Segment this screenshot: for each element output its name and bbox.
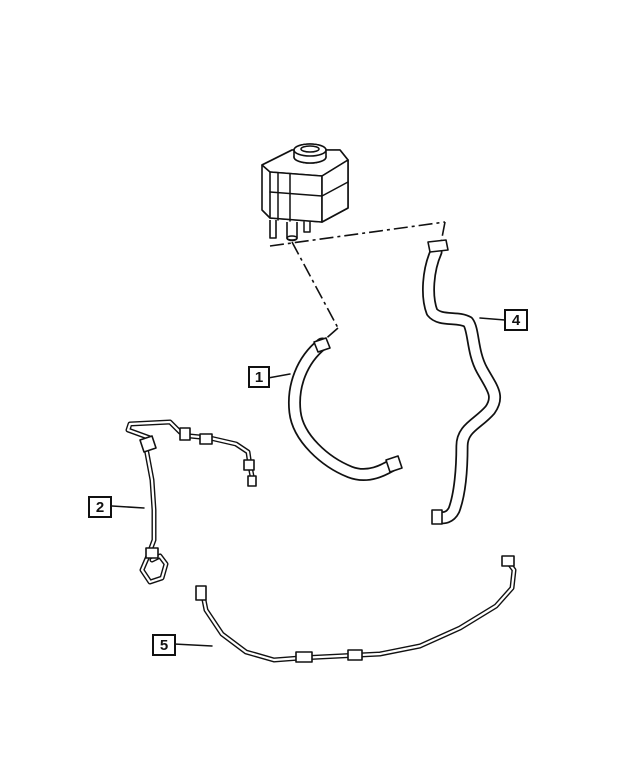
callout-2: 2 [88,496,112,518]
reservoir-return-hose-icon [287,337,403,482]
return-line-icon [195,555,517,663]
connection-leaders [269,221,446,343]
pressure-line-icon [125,419,257,585]
callout-4-label: 4 [512,312,521,329]
power-steering-reservoir-icon [261,143,349,242]
callout-5: 5 [152,634,176,656]
callout-4: 4 [504,309,528,331]
supply-hose-icon [422,239,501,525]
callout-5-label: 5 [160,637,168,654]
callout-2-label: 2 [96,499,104,516]
callout-1: 1 [248,366,270,388]
callout-leaders [111,317,506,647]
callout-1-label: 1 [255,369,263,386]
